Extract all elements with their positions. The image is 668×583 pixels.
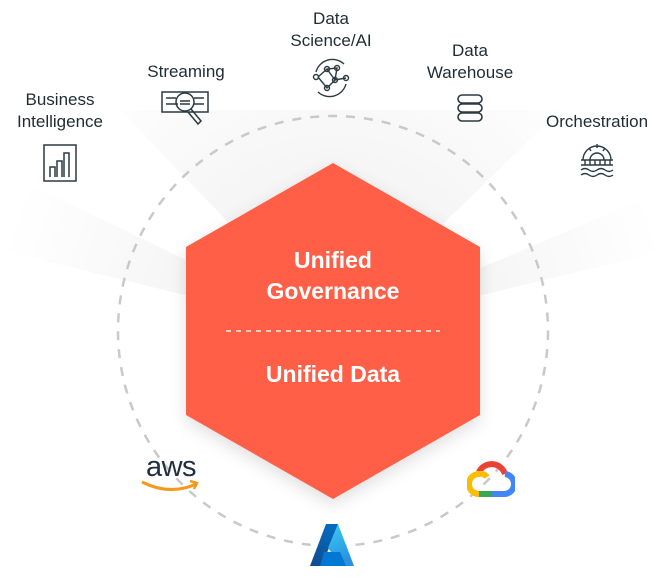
aws-logo-icon: aws [140,452,202,498]
label-orchestration: Orchestration [545,112,649,131]
azure-logo-icon [310,524,354,566]
dashed-ring [116,114,550,548]
core-hexagon [186,163,480,499]
orchestration-icon [580,144,614,178]
label-streaming: Streaming [147,62,225,81]
google-cloud-logo-icon [467,461,515,498]
database-icon [457,94,483,122]
bar-chart-icon [43,144,77,182]
stream-search-icon [161,91,209,126]
network-icon [312,58,350,98]
unified-data-label: Unified Data [265,361,401,387]
